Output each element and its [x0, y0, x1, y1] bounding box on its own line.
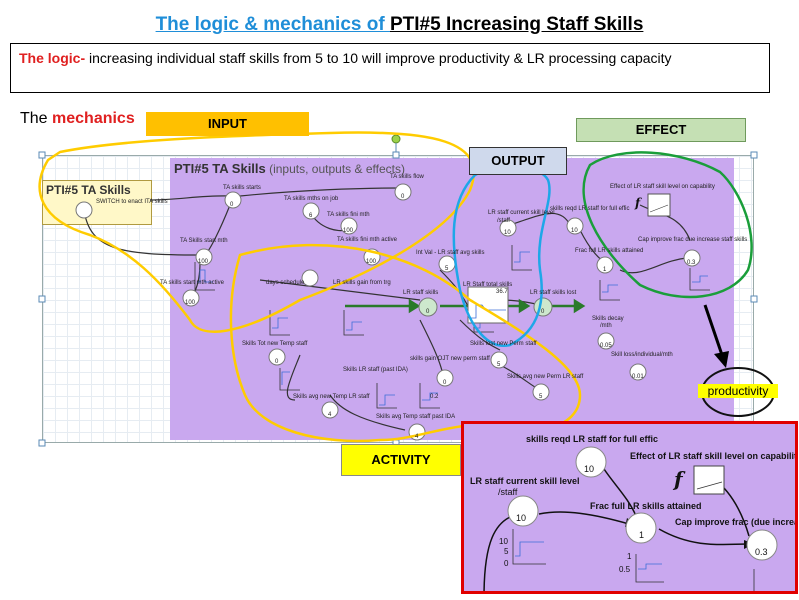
- logic-text: increasing individual staff skills from …: [85, 50, 672, 66]
- zoom-frac-label: Frac full LR skills attained: [590, 501, 702, 511]
- zoom-current-label: LR staff current skill level: [470, 476, 580, 486]
- skills-reqd-node: [566, 217, 584, 235]
- zoom-detail-panel: f skills reqd LR staff for full effic Ef…: [461, 421, 798, 594]
- ta-skills-starts-node: [224, 191, 242, 209]
- mechanics-heading: The mechanics: [20, 110, 135, 127]
- total-skills-graph: [467, 286, 509, 324]
- skills-decay-node: [597, 332, 615, 350]
- function-f-icon: f: [634, 196, 642, 210]
- ta-skills-start-active-node: [182, 289, 200, 307]
- ta-skills-start-mth-node: [195, 248, 213, 266]
- ta-box-switch: SWITCH to enact ITA skills: [96, 199, 168, 205]
- zoom-diagram: f: [483, 446, 778, 591]
- page-title: The logic & mechanics of PTI#5 Increasin…: [155, 14, 644, 35]
- resize-handle: [38, 151, 46, 159]
- output-tag: OUTPUT: [469, 147, 567, 175]
- zoom-function-graph: [693, 465, 725, 495]
- skills-tot-temp-node: [268, 348, 286, 366]
- switch-node: [75, 201, 93, 219]
- zoom-skills-reqd-label: skills reqd LR staff for full effic: [526, 434, 659, 444]
- zoom-function-f-icon: f: [672, 467, 686, 491]
- ta-skills-fini-node: [340, 217, 358, 235]
- effect-loop-outline: [582, 151, 753, 299]
- skills-avg-temp-node: [321, 401, 339, 419]
- skills-lost-perm-node: [490, 351, 508, 369]
- ta-skills-mths-node: [302, 202, 320, 220]
- ta-skills-box: [42, 180, 152, 225]
- skill-loss-node: [629, 363, 647, 381]
- zoom-frac-node: [625, 512, 657, 544]
- resize-handle: [392, 151, 400, 159]
- ta-skills-flow-node: [394, 183, 412, 201]
- input-loop-outline: [38, 131, 476, 333]
- lr-staff-skills-stock: [418, 297, 438, 317]
- resize-handle: [750, 151, 758, 159]
- productivity-label: productivity: [698, 370, 778, 410]
- zoom-effect-label: Effect of LR staff skill level on capabi…: [630, 451, 798, 461]
- skills-avg-perm-node: [532, 383, 550, 401]
- logic-keyword: The logic-: [19, 50, 86, 66]
- days-schedule-node: [301, 269, 319, 287]
- current-skill-node: [499, 219, 517, 237]
- activity-tag: ACTIVITY: [341, 444, 461, 476]
- zoom-skills-reqd-node: [575, 446, 607, 478]
- effect-tag: EFFECT: [576, 118, 746, 142]
- effect-function-graph: [647, 193, 671, 217]
- ta-skills-box-title: PTI#5 TA Skills: [46, 183, 131, 197]
- rotate-handle: [391, 134, 401, 144]
- resize-handle: [38, 439, 46, 447]
- logic-box: The logic- increasing individual staff s…: [10, 43, 770, 93]
- zoom-current-skill-node: [507, 495, 539, 527]
- resize-handle: [750, 295, 758, 303]
- zoom-cap-node: [746, 529, 778, 561]
- cap-improve-node: [683, 249, 701, 267]
- resize-handle: [38, 295, 46, 303]
- module-title: PTI#5 TA Skills (inputs, outputs & effec…: [174, 161, 405, 176]
- input-tag: INPUT: [146, 112, 309, 136]
- zoom-cap-label: Cap improve frac (due increase: [675, 517, 798, 527]
- output-loop-outline: [452, 164, 551, 347]
- frac-full-node: [596, 256, 614, 274]
- skills-gain-ojt-node: [436, 369, 454, 387]
